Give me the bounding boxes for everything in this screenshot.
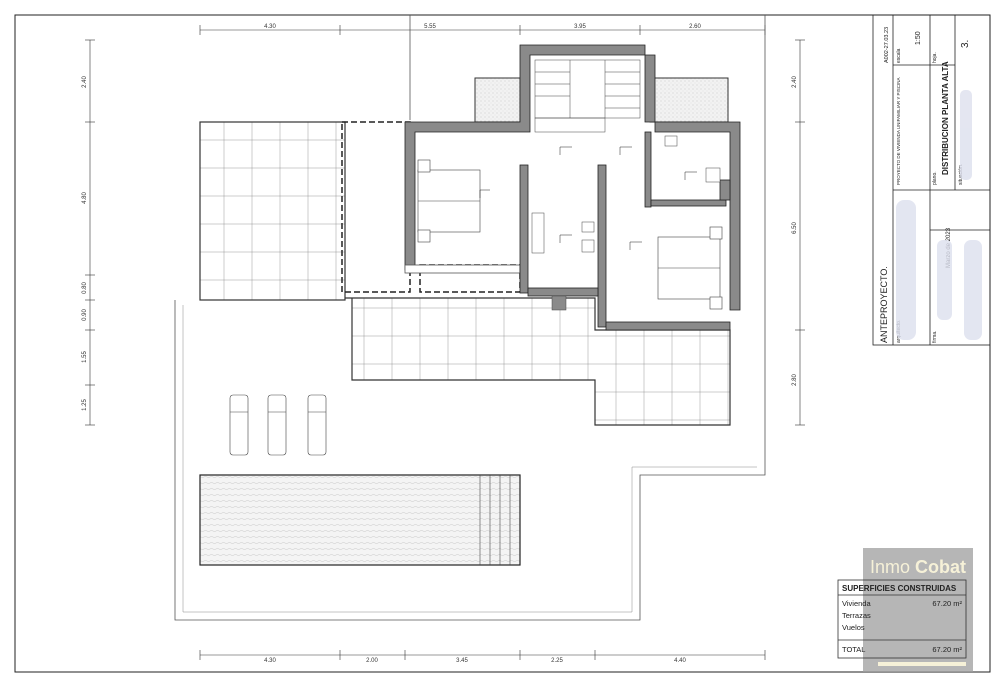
dim-bottom-2: 2.00 bbox=[366, 658, 378, 664]
area-row-label-vivienda: Vivienda bbox=[842, 599, 871, 608]
title-block bbox=[872, 14, 991, 346]
dim-top-2: 5.55 bbox=[424, 24, 436, 30]
dim-bottom-1: 4.30 bbox=[264, 658, 276, 664]
dim-left-2: 4.80 bbox=[82, 192, 88, 204]
dim-right-3: 2.80 bbox=[792, 374, 798, 386]
dim-left-5: 1.55 bbox=[82, 351, 88, 363]
planter-right bbox=[649, 77, 729, 123]
dim-top-3: 3.95 bbox=[574, 24, 586, 30]
planter-left bbox=[474, 77, 521, 123]
dim-left-6: 1.25 bbox=[82, 399, 88, 411]
total-value: 67.20 m² bbox=[932, 645, 962, 654]
walls bbox=[404, 44, 741, 331]
sheet-number: 3. bbox=[960, 40, 971, 48]
terrace-west bbox=[199, 121, 346, 301]
areas-title: SUPERFICIES CONSTRUIDAS bbox=[842, 584, 957, 593]
dim-bottom-4: 2.25 bbox=[551, 658, 563, 664]
scale-value: 1:50 bbox=[915, 31, 922, 45]
bathroom-fixtures bbox=[531, 135, 721, 311]
dim-bottom-3: 3.45 bbox=[456, 658, 468, 664]
watermark-panel bbox=[863, 548, 973, 672]
overhang-dashed bbox=[341, 121, 411, 293]
revision-label: A002-27.03.23 bbox=[884, 27, 890, 63]
scale-label: escala bbox=[896, 48, 902, 63]
swimming-pool bbox=[199, 474, 521, 566]
dim-right-2: 6.50 bbox=[792, 222, 798, 234]
project-title: PROYECTO DE VIVIENDA UNIFAMILIAR Y PISCI… bbox=[896, 77, 901, 185]
plan-title: DISTRIBUCION PLANTA ALTA bbox=[941, 61, 950, 175]
stage-label: ANTEPROYECTO. bbox=[879, 266, 889, 343]
dimensions-bottom bbox=[199, 650, 766, 660]
beds bbox=[417, 159, 723, 310]
area-row-value-vivienda: 67.20 m² bbox=[932, 599, 962, 608]
areas-table bbox=[837, 579, 967, 659]
dimensions-left bbox=[85, 39, 95, 426]
dimensions-top bbox=[199, 25, 766, 35]
total-label: TOTAL bbox=[842, 645, 865, 654]
dimensions-right bbox=[795, 39, 805, 426]
dim-top-4: 2.60 bbox=[689, 24, 701, 30]
dim-left-3: 0.80 bbox=[82, 282, 88, 294]
area-row-label-terrazas: Terrazas bbox=[842, 611, 871, 620]
plot-outline bbox=[174, 15, 766, 621]
terrace-south bbox=[345, 297, 731, 426]
dim-bottom-5: 4.40 bbox=[674, 658, 686, 664]
svg-text:Inmo Cobat: Inmo Cobat bbox=[870, 557, 966, 577]
sun-loungers bbox=[229, 394, 327, 456]
dim-left-4: 0.90 bbox=[82, 309, 88, 321]
plan-label: plano. bbox=[932, 171, 938, 185]
signature-label: firma. bbox=[932, 331, 938, 344]
room-dimension-marks bbox=[479, 146, 697, 250]
sheet-label: hoja. bbox=[932, 52, 938, 63]
watermark-logo: Inmo Cobat bbox=[870, 557, 966, 666]
redaction-blurs bbox=[896, 90, 982, 340]
dim-left-1: 2.40 bbox=[82, 76, 88, 88]
pool-steps bbox=[479, 475, 511, 565]
staircase bbox=[534, 59, 641, 133]
area-row-label-vuelos: Vuelos bbox=[842, 623, 865, 632]
dim-right-1: 2.40 bbox=[792, 76, 798, 88]
dim-top-1: 4.30 bbox=[264, 24, 276, 30]
